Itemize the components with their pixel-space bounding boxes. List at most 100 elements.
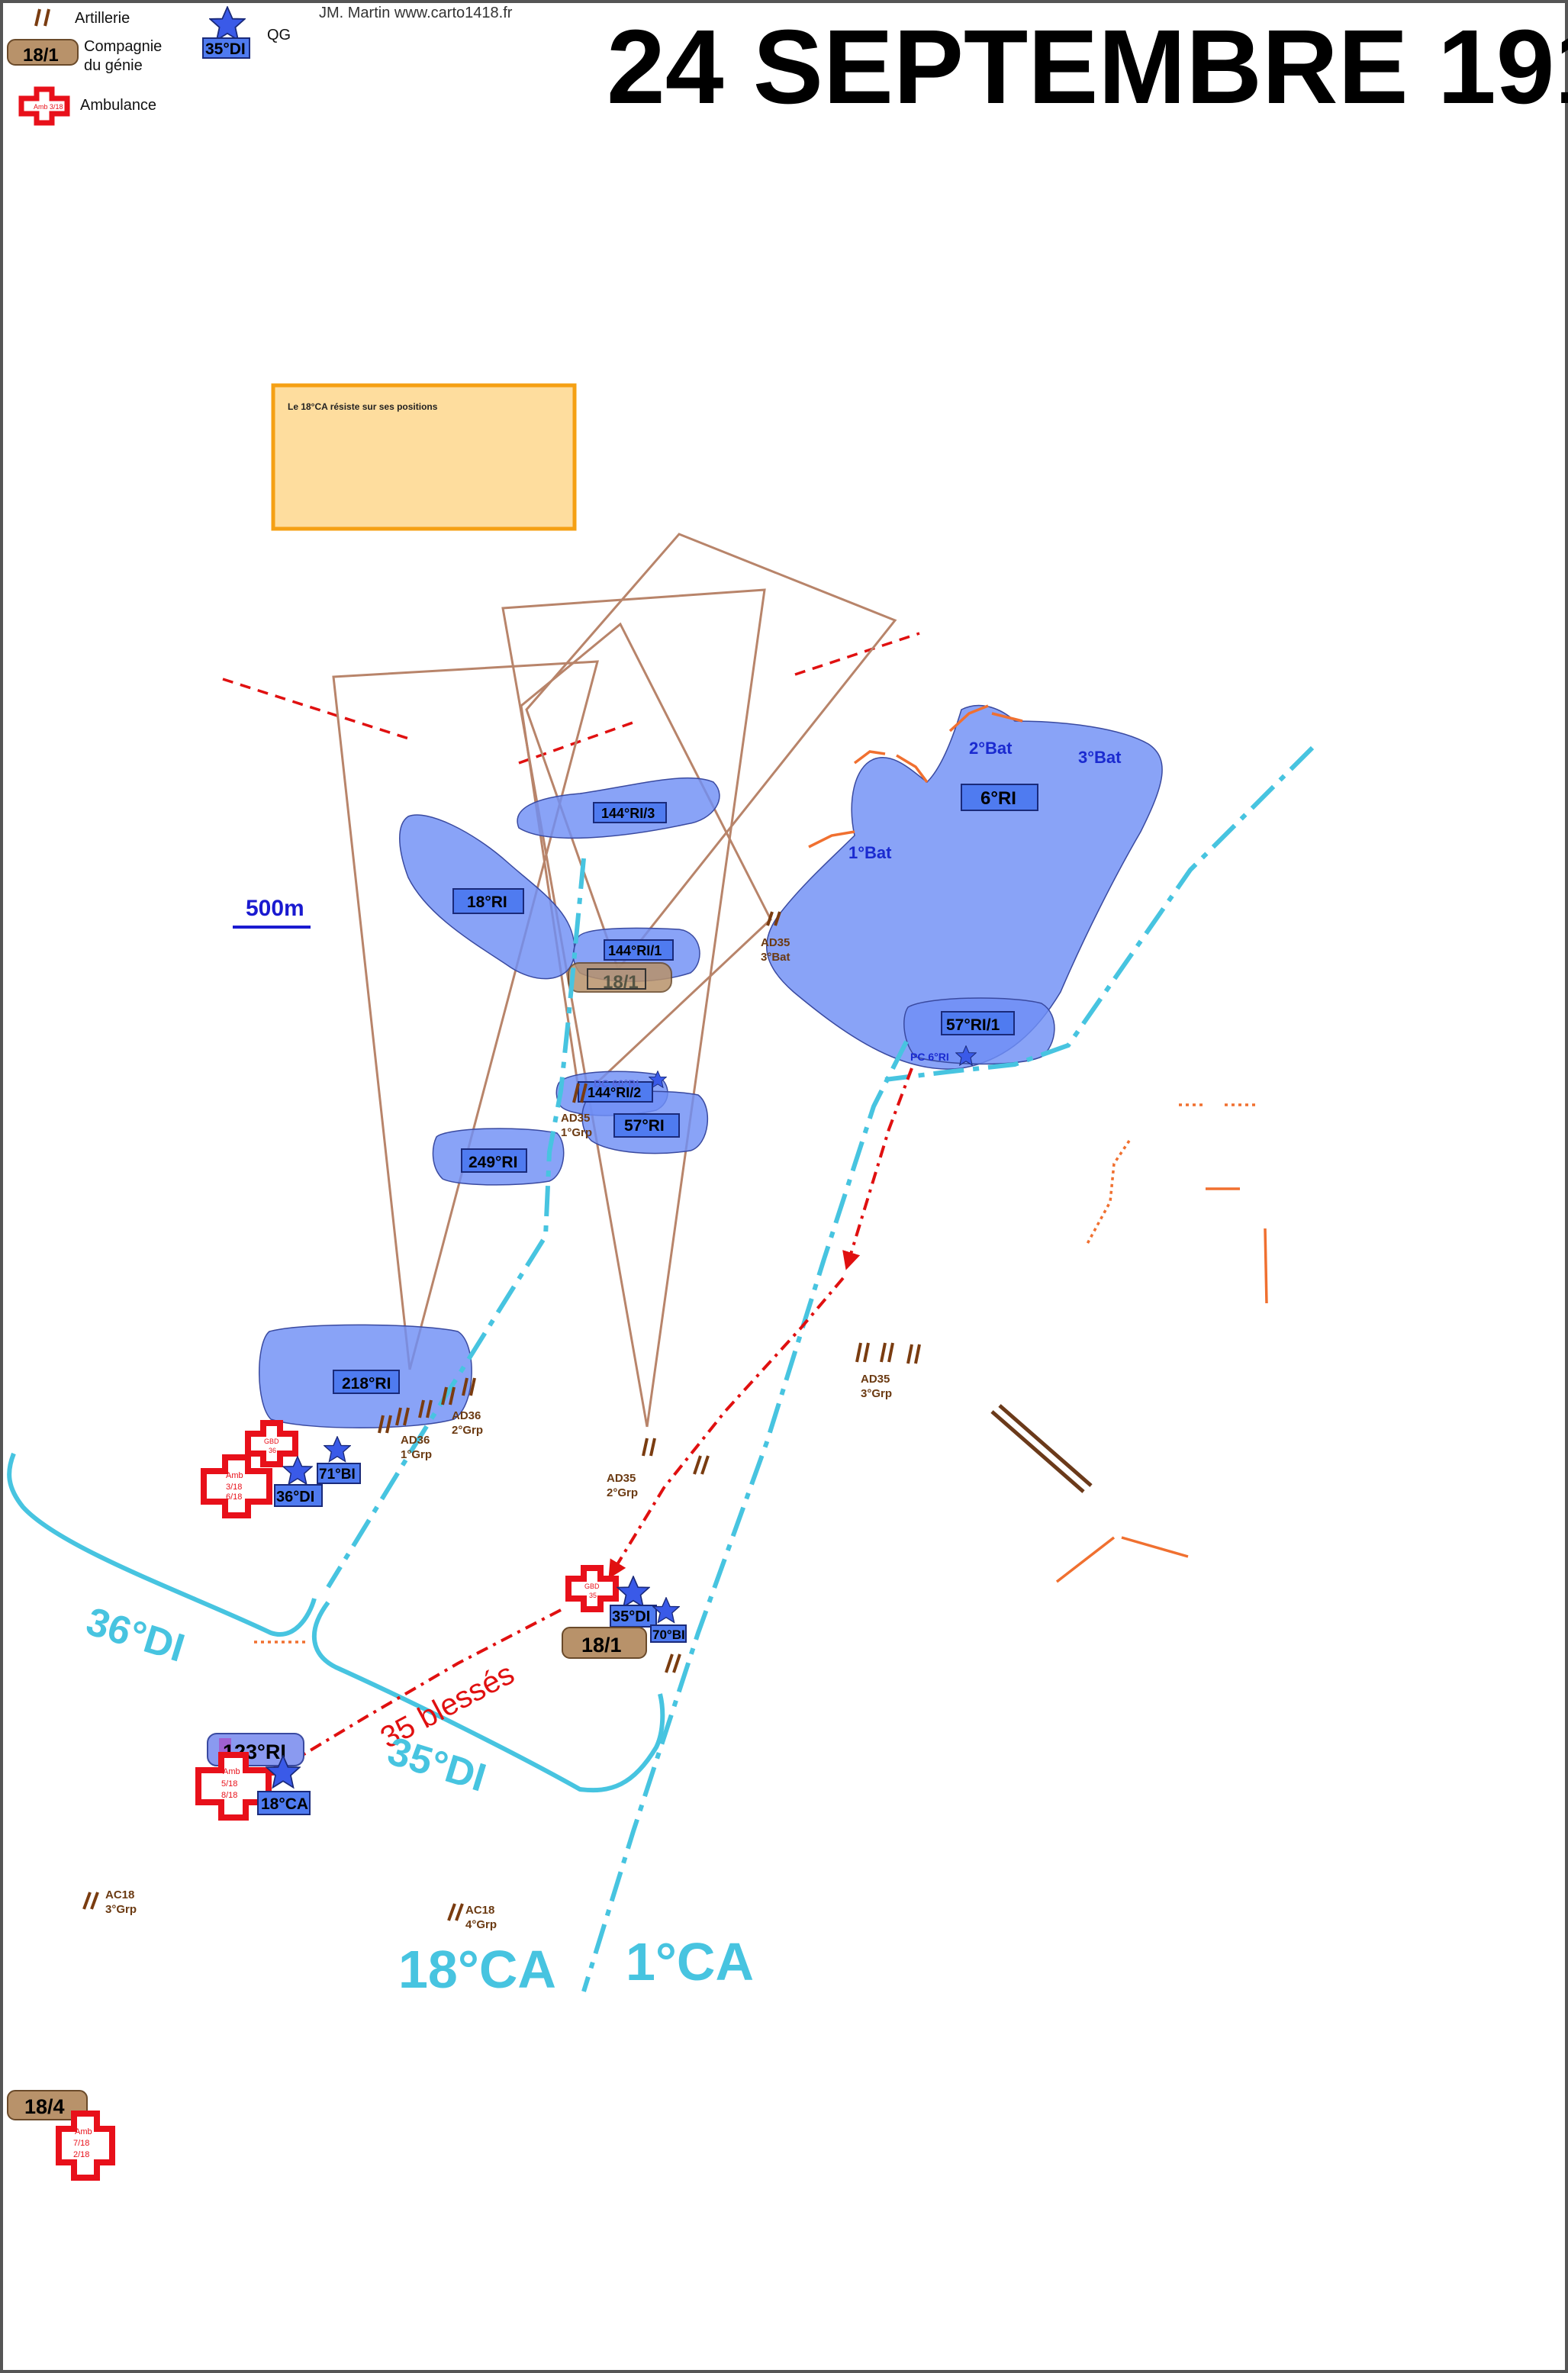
svg-text:4°Grp: 4°Grp xyxy=(465,1918,497,1931)
hq-70bi-star-icon xyxy=(652,1597,680,1624)
unit-70bi: 70°BI xyxy=(652,1628,685,1642)
svg-text:35: 35 xyxy=(589,1592,597,1599)
svg-text:36: 36 xyxy=(269,1447,276,1454)
hq-35di-star-icon xyxy=(617,1576,650,1608)
pc-dc-label: DC 60°BI xyxy=(594,1077,639,1090)
scale-label: 500m xyxy=(246,896,304,921)
svg-text:AD35: AD35 xyxy=(861,1373,890,1386)
battalion-3: 3°Bat xyxy=(1078,748,1122,767)
svg-text:8/18: 8/18 xyxy=(221,1791,237,1800)
svg-text:3°Grp: 3°Grp xyxy=(105,1903,137,1916)
svg-text:Amb: Amb xyxy=(223,1767,240,1776)
evacuation-routes xyxy=(267,1067,913,1776)
svg-text:2°Grp: 2°Grp xyxy=(452,1424,483,1437)
hq-cluster-18ca: 123°RI Amb 5/18 8/18 18°CA xyxy=(195,1733,311,1821)
battalion-1: 1°Bat xyxy=(848,843,892,862)
hq-71bi-star-icon xyxy=(324,1436,351,1463)
gbd36-ambulance-icon xyxy=(245,1420,298,1467)
svg-text:AC18: AC18 xyxy=(465,1904,494,1917)
svg-text:6/18: 6/18 xyxy=(226,1492,242,1502)
genie-18-4-group: 18/4 Amb 7/18 2/18 xyxy=(7,2090,115,2181)
hq-cluster-36di: GBD 36 Amb 3/18 6/18 71°BI 36°DI xyxy=(201,1420,361,1518)
legend-artillery-icon xyxy=(34,8,50,27)
legend-hq-star-icon xyxy=(209,6,246,41)
legend: Artillerie 18/1 Compagnie du génie Amb 3… xyxy=(7,6,291,126)
unit-249ri: 249°RI xyxy=(468,1154,517,1171)
legend-genie-unit: 18/1 xyxy=(23,45,59,66)
unit-144ri-3: 144°RI/3 xyxy=(601,806,655,821)
situation-note: Le 18°CA résiste sur ses positions xyxy=(288,401,438,412)
unit-57ri-1: 57°RI/1 xyxy=(946,1016,1000,1034)
svg-text:AD36: AD36 xyxy=(452,1409,481,1422)
battalion-2: 2°Bat xyxy=(969,739,1013,758)
unit-6ri: 6°RI xyxy=(980,788,1016,809)
unit-areas xyxy=(259,704,1163,1428)
unit-18ca: 18°CA xyxy=(261,1795,308,1813)
legend-genie-box xyxy=(7,39,79,66)
svg-text:AD35: AD35 xyxy=(761,936,790,949)
enemy-lines xyxy=(222,632,920,765)
unit-71bi: 71°BI xyxy=(319,1467,356,1483)
genie-18-1-bottom-label: 18/1 xyxy=(581,1634,622,1657)
unit-18ri: 18°RI xyxy=(467,893,507,911)
orange-trenches xyxy=(254,704,1268,1644)
svg-text:3/18: 3/18 xyxy=(226,1483,242,1492)
svg-text:7/18: 7/18 xyxy=(73,2139,89,2148)
legend-hq-label: QG xyxy=(267,27,291,43)
svg-text:GBD: GBD xyxy=(264,1438,279,1445)
svg-text:2°Grp: 2°Grp xyxy=(607,1486,638,1499)
svg-text:AC18: AC18 xyxy=(105,1888,134,1901)
amb36-ambulance-icon xyxy=(201,1454,272,1518)
legend-ambulance-icon: Amb 3/18 xyxy=(18,86,70,126)
unit-144ri-2: 144°RI/2 xyxy=(588,1085,641,1100)
railway-line xyxy=(990,1404,1093,1493)
svg-text:GBD: GBD xyxy=(584,1583,600,1590)
svg-text:AD35: AD35 xyxy=(561,1112,590,1125)
genie-18-1-top-label: 18/1 xyxy=(603,972,639,993)
corps-label-1ca: 1°CA xyxy=(626,1932,754,1991)
svg-text:AD35: AD35 xyxy=(607,1472,636,1485)
legend-genie-label-2: du génie xyxy=(84,57,143,74)
legend-hq-unit-box xyxy=(202,37,250,59)
author-credit: JM. Martin www.carto1418.fr xyxy=(319,5,513,21)
artillery-markers xyxy=(82,911,921,1921)
unit-labels: 144°RI/3 18°RI 144°RI/1 144°RI/2 57°RI 2… xyxy=(333,784,1038,1394)
unit-218ri: 218°RI xyxy=(342,1375,391,1393)
area-6ri xyxy=(765,704,1163,1070)
front-lines xyxy=(326,745,1315,1992)
division-label-36di: 36°DI xyxy=(81,1599,189,1671)
svg-text:1°Grp: 1°Grp xyxy=(401,1448,432,1461)
svg-text:Amb: Amb xyxy=(75,2127,92,2136)
division-label-35di: 35°DI xyxy=(382,1729,491,1801)
unit-57ri: 57°RI xyxy=(624,1117,665,1135)
hq-cluster-35di: GBD 35 35°DI 70°BI 18/1 xyxy=(562,1565,687,1659)
legend-genie-label-1: Compagnie xyxy=(84,38,162,55)
gbd35-ambulance-icon xyxy=(565,1565,619,1612)
svg-text:5/18: 5/18 xyxy=(221,1779,237,1789)
corps-label-18ca: 18°CA xyxy=(398,1940,556,1999)
unit-35di: 35°DI xyxy=(612,1608,650,1625)
amb184-ambulance-icon xyxy=(56,2111,115,2181)
hq-36di-star-icon xyxy=(282,1456,313,1485)
genie-18-4-label: 18/4 xyxy=(24,2095,65,2118)
map-title: 24 SEPTEMBRE 1914 xyxy=(607,8,1568,126)
svg-text:3°Grp: 3°Grp xyxy=(861,1387,892,1400)
legend-hq-unit: 35°DI xyxy=(205,40,246,58)
unit-36di: 36°DI xyxy=(276,1489,314,1505)
legend-ambulance-label: Ambulance xyxy=(80,97,156,114)
pc-6ri-label: PC 6°RI xyxy=(910,1051,949,1063)
situation-note-box xyxy=(271,383,577,531)
genie-18-1-bottom-box xyxy=(562,1627,647,1659)
genie-18-4-box xyxy=(7,2090,88,2120)
svg-text:Amb 3/18: Amb 3/18 xyxy=(34,103,63,111)
legend-artillery-label: Artillerie xyxy=(75,10,130,27)
svg-text:Amb: Amb xyxy=(226,1471,243,1480)
artillery-labels: AD35 3°Bat AD35 1°Grp AD36 1°Grp AD36 2°… xyxy=(105,936,892,1931)
svg-text:3°Bat: 3°Bat xyxy=(761,951,790,964)
unit-144ri-1: 144°RI/1 xyxy=(608,943,662,958)
amb123-ambulance-icon xyxy=(195,1752,272,1821)
svg-text:1°Grp: 1°Grp xyxy=(561,1126,592,1139)
svg-text:2/18: 2/18 xyxy=(73,2150,89,2159)
